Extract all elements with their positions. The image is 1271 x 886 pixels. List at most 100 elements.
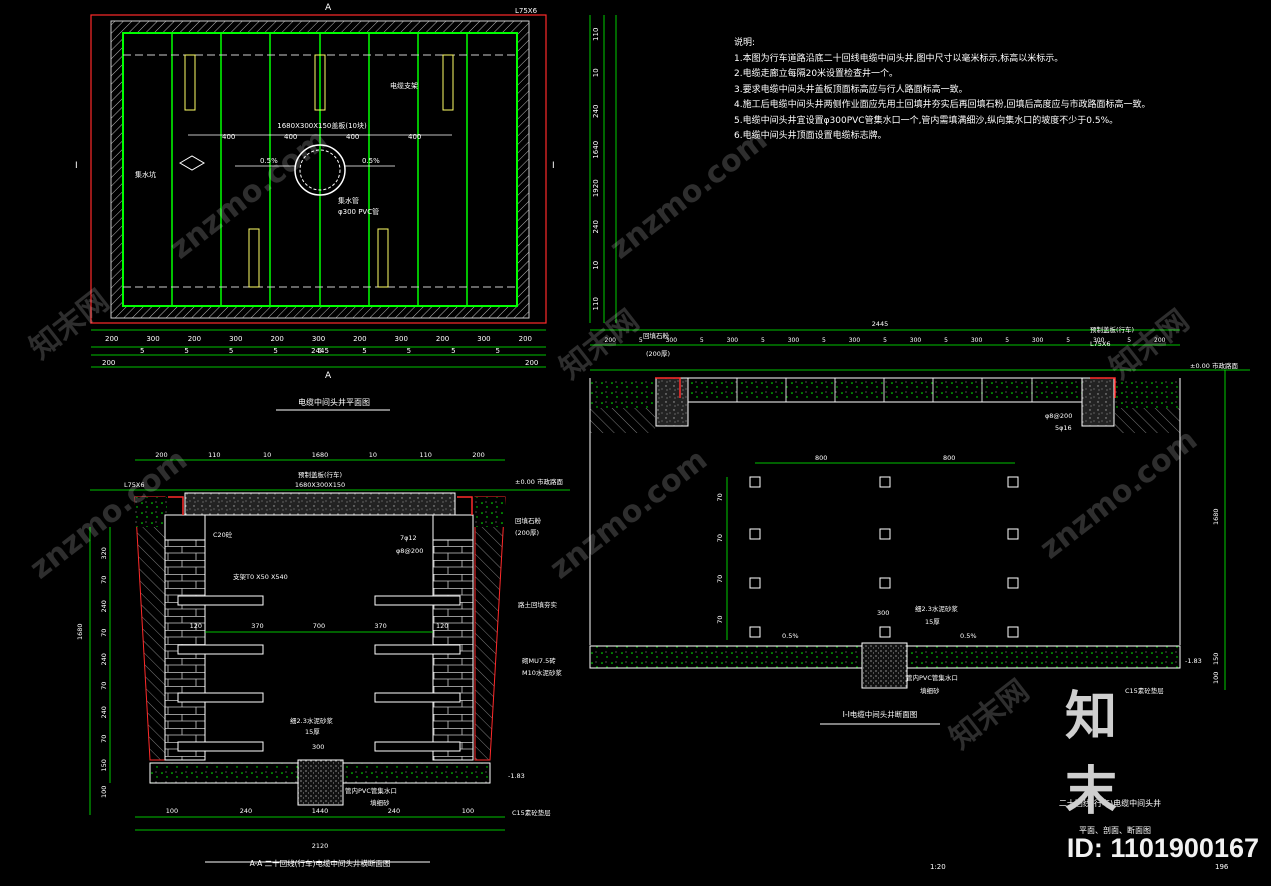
plan-right-dim: 10: [592, 68, 600, 77]
aa-sand: 细2.3水泥砂浆: [290, 716, 333, 725]
aa-fill: 填细砂: [370, 798, 390, 807]
ii-left-dim: 70: [716, 615, 724, 623]
section-mark-a-top: A: [325, 3, 332, 13]
plan-right-dim: 1920: [592, 179, 600, 197]
ii-right-stone: [1115, 378, 1180, 408]
aa-cover: 预制盖板(行车): [298, 470, 342, 479]
aa-left-dim: 240: [100, 653, 108, 665]
title-block-sheet: 196: [1215, 863, 1229, 871]
aa-top-dim: 10: [369, 451, 377, 459]
aa-concrete: C20砼: [213, 530, 233, 539]
ii-cover-slabs: [687, 377, 1083, 403]
aa-top-dim: 200: [472, 451, 484, 459]
aa-mid-dim: 700: [313, 622, 325, 630]
ii-cable-holes: [749, 476, 1019, 638]
aa-top-dim: 10: [263, 451, 271, 459]
aa-stone-thk: (200厚): [515, 529, 539, 537]
plan-outer-red: [90, 14, 547, 324]
aa-left-dim: 240: [100, 600, 108, 612]
title-block-scale: 1:20: [930, 863, 946, 871]
aa-wall: 砌MU7.5砖: [522, 656, 556, 665]
plan-bottom-dim-small: 5: [407, 347, 411, 355]
ii-top-dim: 5: [822, 337, 826, 344]
aa-top-dim: 110: [420, 451, 432, 459]
note-item: 1.本图为行车道路沿底二十回线电缆中间头井,图中尺寸以毫米标示,标高以米标示。: [734, 53, 1064, 64]
aa-left-dim: 100: [100, 786, 108, 798]
plan-slope-left: 0.5%: [260, 157, 278, 165]
plan-sump-ring: [294, 144, 346, 196]
ii-top-dim: 5: [883, 337, 887, 344]
ii-top-dim: 300: [910, 337, 922, 344]
aa-bottom-dim: 240: [388, 807, 400, 815]
plan-support-label: 电缆支架: [390, 81, 418, 90]
ii-top-dim: 300: [788, 337, 800, 344]
plan-bottom-dim: 300: [395, 335, 408, 343]
ii-top-dim: 300: [1093, 337, 1105, 344]
watermark-cn-1: 知末网: [23, 283, 115, 366]
ii-pvc: 管内PVC管集水口: [906, 673, 958, 682]
notes: 说明: 1.本图为行车道路沿底二十回线电缆中间头井,图中尺寸以毫米标示,标高以米…: [734, 36, 1150, 145]
aa-mid-dim: 120: [190, 622, 202, 630]
plan-bottom-dim-small: 5: [451, 347, 455, 355]
plan-bottom-dim-small: 5: [184, 347, 188, 355]
plan-bottom-dim: 200: [519, 335, 532, 343]
ii-left-dim: 70: [716, 575, 724, 583]
plan-cover-note: 1680X300X150盖板(10块): [277, 121, 367, 130]
ii-left-dim: 70: [716, 534, 724, 542]
plan-title: 电缆中间头井平面图: [298, 397, 370, 407]
plan-dim-1: 400: [222, 133, 235, 141]
ii-title: Ⅰ-Ⅰ电缆中间头井断面图: [843, 709, 918, 719]
section-ii: [589, 329, 1250, 690]
aa-left-soil: [134, 496, 166, 761]
ii-right-dim-2: 100: [1212, 672, 1220, 684]
ii-angles: [655, 377, 1116, 398]
aa-bar2: φ8@200: [396, 547, 423, 555]
ii-top-dim: 300: [971, 337, 983, 344]
plan-bottom-dims: [91, 329, 546, 368]
plan-dim-4: 400: [408, 133, 421, 141]
aa-left-dim: 70: [100, 629, 108, 637]
aa-top-dim: 110: [208, 451, 220, 459]
aa-elev-top: ±0.00 市政路面: [515, 477, 563, 486]
aa-mid-dim: 370: [374, 622, 386, 630]
aa-bottom-dim: 1440: [312, 807, 329, 815]
plan-right-dim: 240: [592, 220, 600, 233]
plan-bottom-dim: 300: [312, 335, 325, 343]
plan-bottom-dim: 200: [188, 335, 201, 343]
plan-dim-3: 400: [346, 133, 359, 141]
ii-sand: 细2.3水泥砂浆: [915, 604, 958, 613]
section-mark-i-right: Ⅰ: [552, 161, 555, 171]
plan-view: [90, 14, 547, 324]
aa-cover-size: 1680X300X150: [295, 481, 345, 489]
plan-bottom-dim-small: 5: [273, 347, 277, 355]
aa-brackets: [177, 595, 461, 752]
note-item: 2.电缆走廊立每隔20米设置检查井一个。: [734, 69, 899, 79]
plan-total-width: 2445: [311, 347, 329, 355]
ii-top-dim: 5: [700, 337, 704, 344]
plan-right-dim: 110: [592, 297, 600, 310]
ii-total-width: 2445: [872, 320, 889, 328]
brand-logo: 知末: [1064, 688, 1119, 821]
section-mark-a-bottom: A: [325, 371, 332, 381]
aa-stone: 回填石粉: [515, 516, 542, 525]
aa-left-dim: 70: [100, 682, 108, 690]
plan-end-dim-right: 200: [525, 359, 538, 367]
aa-mortar: M10水泥砂浆: [522, 668, 562, 677]
watermark-site-5: znzmo.com: [1033, 422, 1204, 566]
ii-left-soil: [590, 408, 655, 433]
aa-soil: 路土回填夯实: [518, 600, 558, 609]
aa-left-dim: 70: [100, 735, 108, 743]
ii-top-dim: 5: [639, 337, 643, 344]
plan-ladders: [184, 54, 454, 288]
plan-bottom-dim-small: 5: [140, 347, 144, 355]
plan-bottom-dim: 200: [105, 335, 118, 343]
plan-right-dim: 10: [592, 261, 600, 270]
ii-angle: L75X6: [1090, 340, 1110, 348]
ii-top-dim: 5: [761, 337, 765, 344]
aa-bottom-dim: 100: [166, 807, 178, 815]
aa-bottom-dim: 100: [462, 807, 474, 815]
watermark-brand: 知末 ID: 1101900167: [1065, 688, 1259, 864]
ii-elev-bottom: -1.83: [1185, 657, 1202, 665]
aa-sump: [297, 759, 344, 806]
ii-stone-thk: (200厚): [646, 350, 670, 358]
